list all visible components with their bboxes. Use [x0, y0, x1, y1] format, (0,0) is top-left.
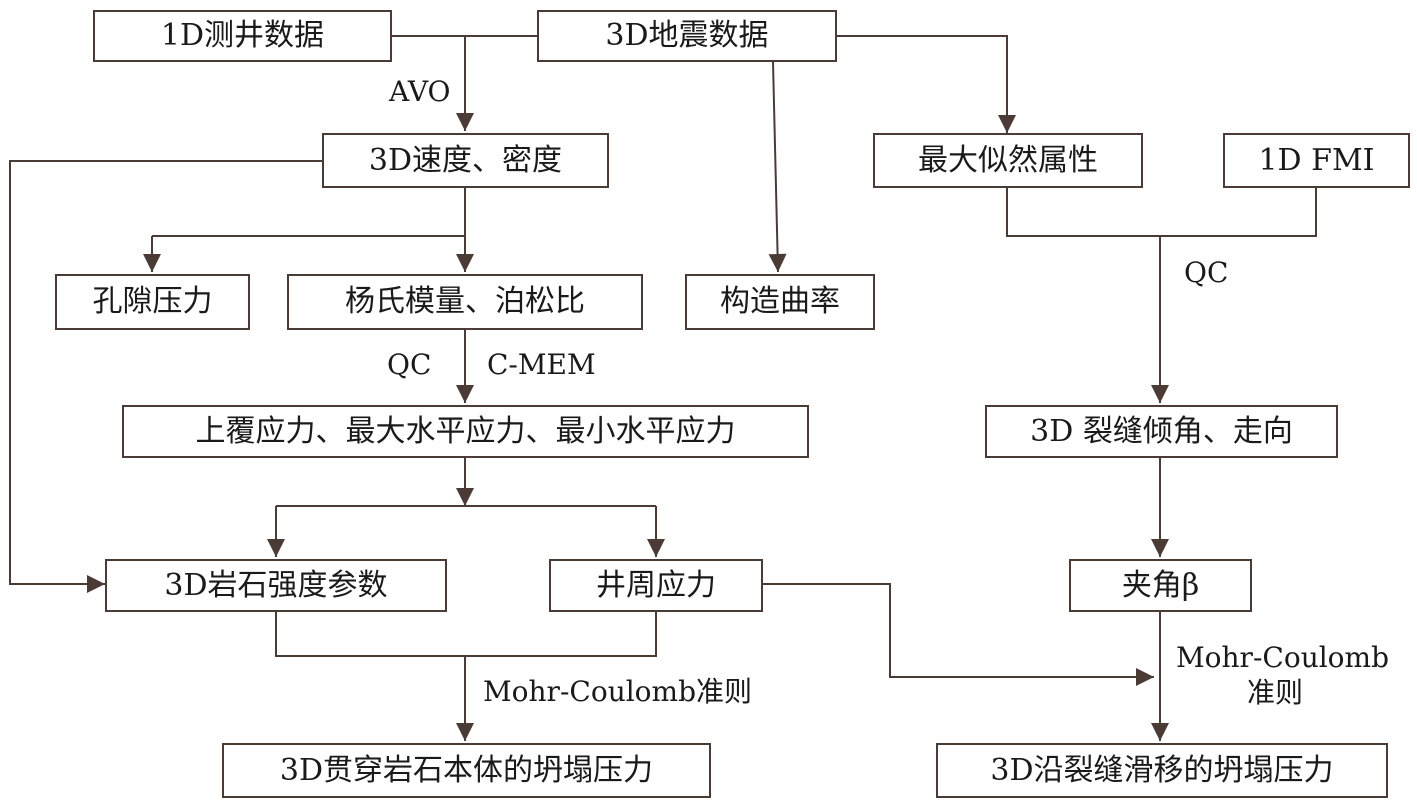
node-label: 构造曲率	[720, 284, 840, 319]
node-label: 杨氏模量、泊松比	[345, 284, 585, 319]
node-label: 1D测井数据	[160, 18, 325, 53]
edge-wellbore-to-right	[763, 583, 1154, 686]
node-structural-curvature: 构造曲率	[685, 274, 875, 330]
edge-likelihood-fmi-merge	[1006, 188, 1317, 237]
node-velocity-density: 3D速度、密度	[322, 133, 609, 188]
node-max-likelihood: 最大似然属性	[873, 133, 1143, 188]
node-rock-strength: 3D岩石强度参数	[105, 559, 447, 612]
label-cmem: C-MEM	[487, 348, 596, 381]
edge-strength-merge	[275, 612, 657, 657]
node-angle-beta: 夹角β	[1069, 559, 1252, 612]
node-label: 上覆应力、最大水平应力、最小水平应力	[195, 413, 736, 449]
node-label: 3D沿裂缝滑移的坍塌压力	[990, 752, 1334, 788]
node-seismic-data: 3D地震数据	[537, 10, 837, 62]
node-collapse-rock: 3D贯穿岩石本体的坍塌压力	[222, 743, 711, 798]
node-label: 最大似然属性	[918, 142, 1098, 178]
node-label: 3D贯穿岩石本体的坍塌压力	[279, 752, 654, 788]
node-label: 1D FMI	[1258, 142, 1375, 178]
label-qc-right: QC	[1184, 256, 1229, 289]
node-wellbore-stress: 井周应力	[549, 559, 763, 612]
edge-seismic-to-likelihood	[837, 35, 1016, 133]
node-label: 3D岩石强度参数	[164, 567, 388, 603]
node-label: 3D速度、密度	[368, 142, 563, 178]
label-mohr-left: Mohr-Coulomb准则	[483, 675, 753, 708]
node-stresses: 上覆应力、最大水平应力、最小水平应力	[122, 405, 809, 458]
label-mohr-right-line2: 准则	[1247, 676, 1304, 709]
label-mohr-right-line1: Mohr-Coulomb	[1176, 641, 1390, 674]
label-qc-left: QC	[387, 348, 432, 381]
node-label: 孔隙压力	[92, 284, 213, 319]
label-avo: AVO	[389, 75, 451, 108]
node-label: 3D地震数据	[605, 18, 769, 53]
node-fracture-dip-strike: 3D 裂缝倾角、走向	[985, 405, 1338, 458]
node-collapse-fracture: 3D沿裂缝滑移的坍塌压力	[936, 743, 1388, 798]
node-pore-pressure: 孔隙压力	[55, 274, 250, 330]
node-youngs-poisson: 杨氏模量、泊松比	[287, 274, 643, 330]
node-well-data: 1D测井数据	[93, 10, 392, 62]
edge-seismic-to-curvature	[768, 61, 787, 273]
node-fmi: 1D FMI	[1223, 133, 1410, 188]
node-label: 3D 裂缝倾角、走向	[1030, 413, 1293, 449]
edge-velocity-to-strength	[9, 160, 322, 593]
node-label: 夹角β	[1121, 567, 1200, 603]
node-label: 井周应力	[596, 567, 716, 603]
